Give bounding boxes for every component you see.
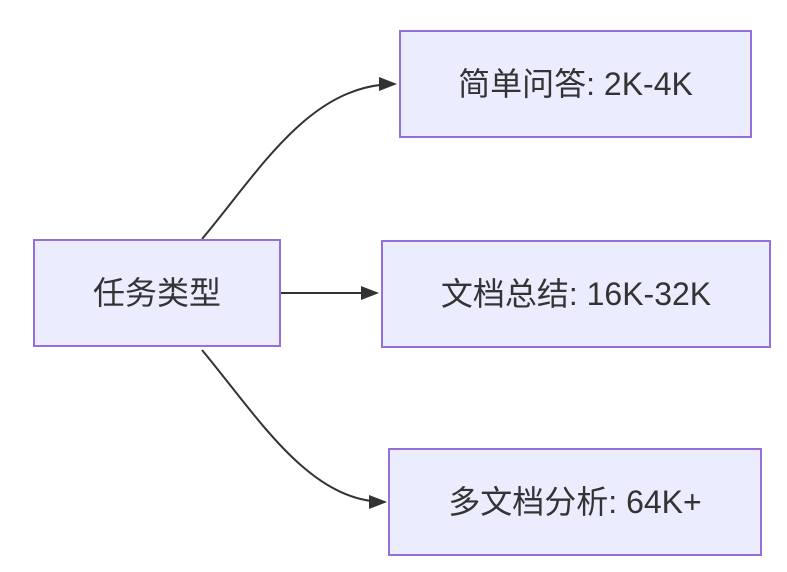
node-task-type: 任务类型 bbox=[33, 239, 281, 347]
edge-task-type-to-multi-doc-analysis bbox=[201, 349, 387, 509]
node-task-type-label: 任务类型 bbox=[92, 274, 221, 311]
node-simple-qa-label: 简单问答: 2K-4K bbox=[458, 65, 693, 102]
node-multi-doc-analysis-label: 多文档分析: 64K+ bbox=[448, 483, 702, 520]
node-doc-summary-label: 文档总结: 16K-32K bbox=[440, 275, 712, 312]
node-multi-doc-analysis: 多文档分析: 64K+ bbox=[388, 448, 762, 556]
node-simple-qa: 简单问答: 2K-4K bbox=[399, 30, 752, 138]
edge-task-type-to-simple-qa bbox=[201, 77, 397, 240]
node-doc-summary: 文档总结: 16K-32K bbox=[381, 240, 771, 348]
